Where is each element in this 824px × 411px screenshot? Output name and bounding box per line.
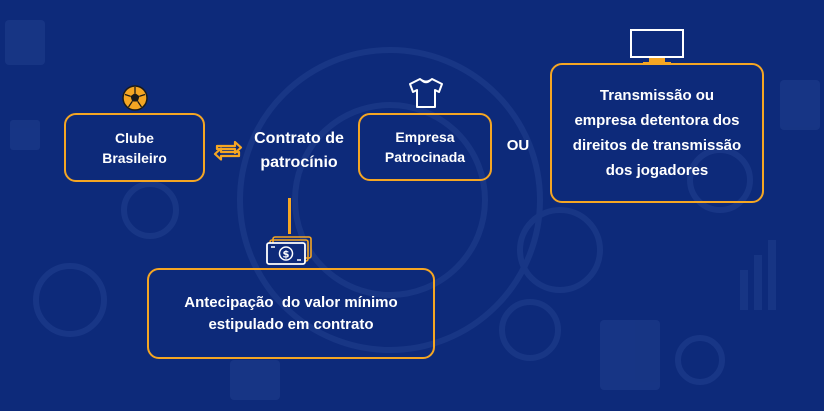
connector-line [288, 198, 291, 234]
transmissao-label-line3: direitos de transmissão [572, 137, 742, 154]
svg-text:$: $ [283, 250, 290, 261]
antecipacao-label-line2: estipulado em contrato [208, 315, 374, 333]
clube-label-line1: Clube [115, 129, 154, 146]
money-bills-icon: $ [266, 236, 312, 265]
empresa-patrocinada-box: Empresa Patrocinada [358, 113, 492, 181]
antecipacao-label-line1: Antecipação do valor mínimo [184, 293, 398, 311]
contrato-label-line2: patrocínio [260, 154, 338, 171]
empresa-label-line2: Patrocinada [384, 149, 466, 165]
empresa-label-line1: Empresa [395, 129, 455, 145]
ou-label: OU [506, 137, 530, 154]
transmissao-label-line4: dos jogadores [605, 162, 709, 179]
tshirt-icon [409, 78, 443, 108]
exchange-arrows-icon [213, 140, 243, 161]
contrato-label-line1: Contrato de [254, 130, 344, 147]
transmissao-label-line1: Transmissão ou [599, 87, 715, 104]
transmissao-box: Transmissão ou empresa detentora dos dir… [550, 63, 764, 203]
transmissao-label-line2: empresa detentora dos [574, 112, 740, 129]
soccer-ball-icon [122, 85, 148, 111]
antecipacao-box: Antecipação do valor mínimo estipulado e… [147, 268, 435, 359]
clube-brasileiro-box: Clube Brasileiro [64, 113, 205, 182]
contrato-patrocinio-label: Contrato de patrocínio [244, 127, 354, 175]
clube-label-line2: Brasileiro [102, 149, 167, 166]
tv-monitor-icon [630, 29, 684, 64]
